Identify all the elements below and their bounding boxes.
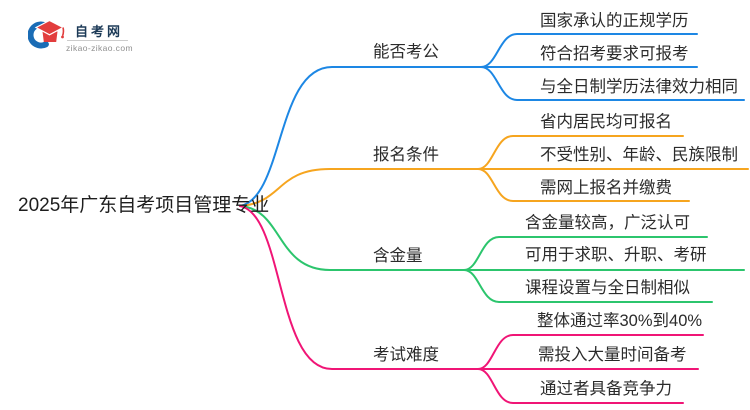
leaf-line (480, 66, 745, 101)
branch-registration-lines (239, 135, 749, 207)
branch-trunk-line (239, 66, 482, 207)
tassel-knob-shape (61, 35, 64, 39)
leaf-node: 含金量较高，广泛认可 (525, 214, 690, 232)
branch-label-value: 含金量 (373, 247, 423, 265)
tassel-shape (61, 27, 65, 37)
leaf-node: 可用于求职、升职、考研 (525, 246, 707, 264)
crescent-shape (28, 21, 49, 49)
leaf-node: 需投入大量时间备考 (538, 346, 687, 364)
logo-title: 自考网 (75, 24, 124, 39)
graduation-cap-logo-icon (28, 19, 65, 49)
leaf-line (480, 33, 698, 68)
site-logo: 自考网 zikao-zikao.com (28, 12, 158, 60)
leaf-line (463, 236, 708, 271)
leaf-line (477, 368, 684, 404)
leaf-node: 符合招考要求可报考 (540, 45, 689, 63)
branch-label-civil-exam: 能否考公 (373, 43, 439, 61)
branch-civil-exam-lines (239, 33, 745, 207)
branch-trunk-line (239, 205, 479, 370)
leaf-node: 不受性别、年龄、民族限制 (540, 146, 738, 164)
branch-difficulty-lines (239, 205, 704, 404)
leaf-node: 课程设置与全日制相似 (525, 279, 690, 297)
leaf-node: 国家承认的正规学历 (540, 12, 689, 30)
leaf-line (477, 135, 684, 170)
logo-divider (67, 40, 128, 41)
leaf-line (477, 168, 690, 202)
leaf-node: 省内居民均可报名 (540, 113, 672, 131)
central-topic: 2025年广东自考项目管理专业 (18, 195, 270, 216)
leaf-line (463, 269, 713, 303)
leaf-node: 需网上报名并缴费 (540, 179, 672, 197)
branch-label-registration: 报名条件 (373, 146, 439, 164)
branch-trunk-line (239, 205, 465, 271)
cap-base-shape (42, 31, 58, 42)
leaf-node: 整体通过率30%到40% (537, 312, 703, 330)
leaf-node: 与全日制学历法律效力相同 (540, 78, 738, 96)
branch-label-difficulty: 考试难度 (373, 346, 439, 364)
leaf-line (477, 334, 704, 370)
branch-trunk-line (239, 168, 479, 207)
logo-domain: zikao-zikao.com (66, 43, 133, 53)
branch-value-lines (239, 205, 745, 303)
leaf-node: 通过者具备竞争力 (540, 380, 672, 398)
